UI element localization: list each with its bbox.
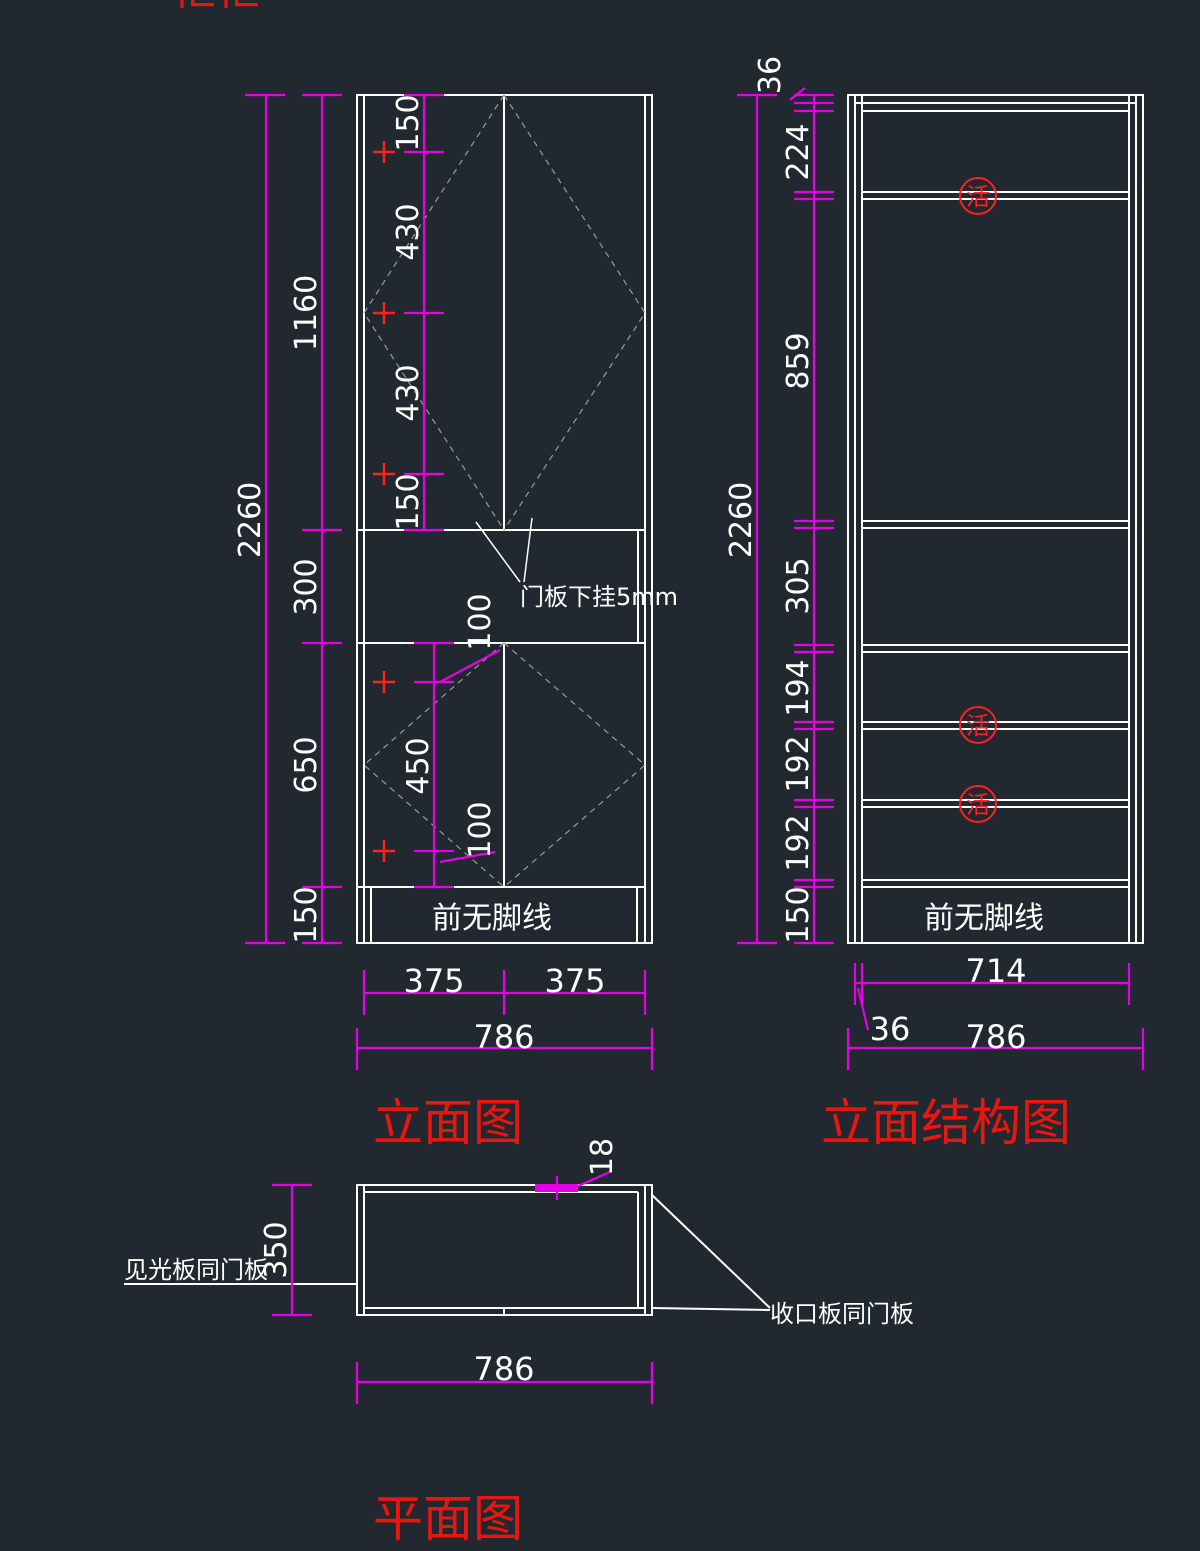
- elev-dim-niche: 300: [289, 558, 324, 615]
- struct-dim-d4: 194: [781, 659, 816, 716]
- plan-outline: [356, 1184, 646, 1316]
- door-dim-top: 150: [391, 94, 426, 151]
- shelf-mark-2: 活: [966, 712, 990, 740]
- lower-door-dim-top: 100: [463, 593, 498, 650]
- elev-width-right: 375: [544, 962, 605, 1000]
- struct-dim-d6: 192: [781, 814, 816, 871]
- struct-dim-total: 2260: [724, 482, 759, 558]
- plan-title: 平面图: [373, 1490, 523, 1548]
- struct-dim-top-panel: 36: [753, 56, 788, 94]
- plan-depth: 350: [259, 1221, 294, 1278]
- struct-dim-d1: 224: [781, 123, 816, 180]
- door-note: 门板下挂5mm: [520, 583, 678, 611]
- plan-right-note: 收口板同门板: [770, 1300, 914, 1328]
- struct-dim-d7: 150: [781, 886, 816, 943]
- hinge-marks: [373, 141, 395, 862]
- elev-dim-upper: 1160: [289, 275, 324, 351]
- plan-left-note: 见光板同门板: [124, 1256, 268, 1284]
- plan-door-thickness: 18: [585, 1138, 620, 1176]
- struct-side-thickness: 36: [870, 1010, 911, 1048]
- elev-base-note: 前无脚线: [432, 901, 552, 936]
- elev-dim-base: 150: [289, 886, 324, 943]
- closing-panel: [644, 1184, 653, 1316]
- shelf-mark-3: 活: [966, 791, 990, 819]
- struct-base-note: 前无脚线: [924, 901, 1044, 936]
- plan-view: [124, 1184, 771, 1316]
- structure-outline: [847, 94, 1144, 944]
- elevation-title: 立面图: [373, 1094, 523, 1152]
- adjustable-shelf-marks: [959, 177, 997, 823]
- struct-inner-width: 714: [965, 952, 1026, 990]
- plan-width: 786: [473, 1350, 534, 1388]
- lower-door-dim-mid: 450: [401, 737, 436, 794]
- shelf-mark-1: 活: [966, 183, 990, 211]
- structure-view: [847, 94, 1144, 944]
- plan-dim-lines: [272, 1170, 654, 1404]
- struct-dim-d3: 305: [781, 557, 816, 614]
- structure-title: 立面结构图: [821, 1094, 1071, 1152]
- door-swing-lines: [363, 94, 646, 888]
- plinth: [370, 886, 638, 944]
- door-dim-mid2: 430: [391, 364, 426, 421]
- elevation-dim-lines: [245, 93, 654, 1070]
- elev-dim-lower: 650: [289, 736, 324, 793]
- struct-width-total: 786: [965, 1018, 1026, 1056]
- elev-dim-total: 2260: [233, 482, 268, 558]
- structure-dim-lines: [737, 87, 1145, 1070]
- elev-width-left: 375: [403, 962, 464, 1000]
- lower-door-dim-bottom: 100: [463, 801, 498, 858]
- door-dim-mid1: 430: [391, 203, 426, 260]
- struct-dim-d5: 192: [781, 735, 816, 792]
- door-note-leader: [475, 517, 533, 583]
- elev-width-total: 786: [473, 1018, 534, 1056]
- header-fragment: 柜柜: [172, 0, 260, 15]
- struct-dim-d2: 859: [781, 332, 816, 389]
- door-dim-bottom: 150: [391, 473, 426, 530]
